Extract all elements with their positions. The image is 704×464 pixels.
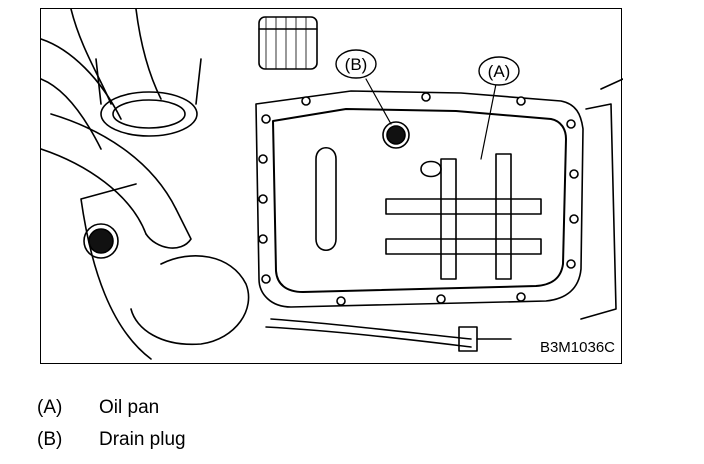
legend-text: Oil pan	[99, 397, 160, 418]
legend-item: (A) Oil pan	[37, 392, 186, 424]
bearing-ring	[100, 91, 198, 137]
flange-bolts	[258, 92, 579, 306]
oil-pan-body	[272, 108, 567, 293]
callout-b: (B)	[335, 49, 377, 79]
drain-plug	[386, 125, 406, 145]
left-duct	[41, 38, 122, 150]
callout-b-leader	[365, 78, 392, 125]
callout-b-label: (B)	[345, 55, 368, 74]
figure-id: B3M1036C	[540, 339, 615, 356]
callout-a-leader	[480, 83, 497, 160]
pan-ribs	[315, 146, 542, 280]
legend-key: (B)	[37, 429, 63, 450]
diagram-frame: (B) (A) B3M1036C	[40, 8, 623, 364]
coolant-pipe	[41, 113, 177, 235]
callout-a: (A)	[478, 56, 520, 86]
oil-filter	[258, 16, 318, 70]
upper-hose	[70, 9, 162, 105]
engine-illustration: (B) (A) B3M1036C	[41, 9, 623, 360]
lower-housing	[80, 183, 152, 360]
left-plug	[88, 228, 114, 254]
legend-item: (B) Drain plug	[37, 424, 186, 456]
legend-text: Drain plug	[99, 429, 186, 450]
wire-harness	[265, 318, 472, 348]
legend: (A) Oil pan (B) Drain plug	[37, 392, 186, 456]
callout-a-label: (A)	[488, 62, 511, 81]
oil-pan-flange	[255, 90, 584, 308]
legend-key: (A)	[37, 397, 63, 418]
right-housing	[580, 78, 623, 320]
